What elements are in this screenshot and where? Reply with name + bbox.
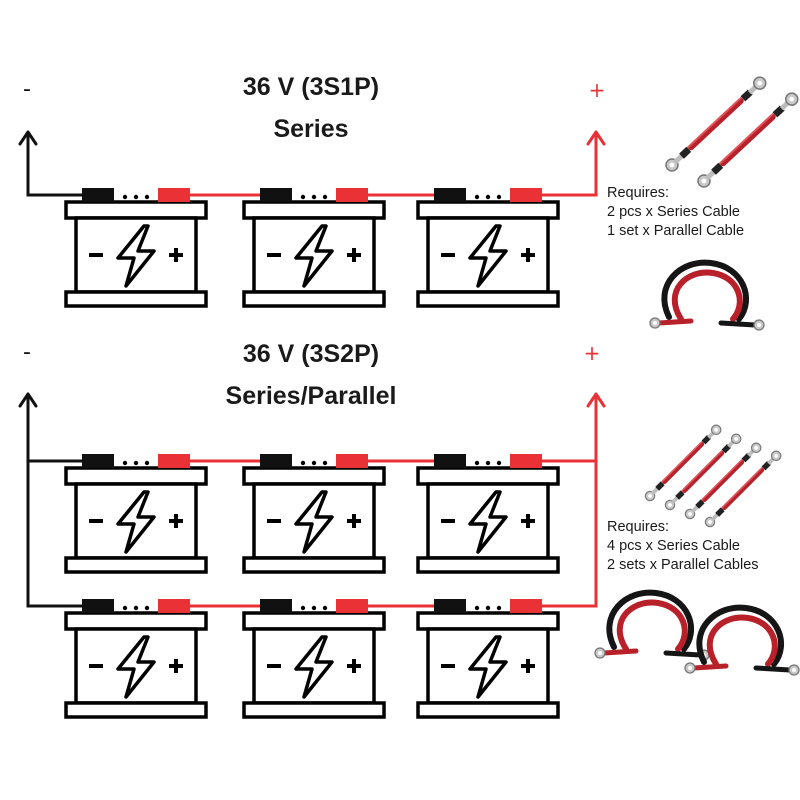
positive-output-wire	[538, 134, 598, 197]
section-3s2p: - + 36 V (3S2P) Series/Parallel Requires…	[18, 340, 799, 719]
positive-output-wire	[538, 396, 598, 608]
positive-output-label: +	[589, 78, 606, 102]
section-title: 36 V (3S2P)	[243, 340, 379, 368]
requires-line: 1 set x Parallel Cable	[607, 223, 744, 239]
battery-icon	[242, 452, 386, 574]
section-title: 36 V (3S1P)	[243, 73, 379, 101]
requires-label: Requires:	[607, 519, 669, 535]
section-subtitle: Series	[273, 115, 348, 143]
battery-icon	[416, 452, 560, 574]
series-cable-icon	[694, 89, 800, 191]
battery-icon	[416, 597, 560, 719]
section-3s1p: - + 36 V (3S1P) Series Requires: 2 pcs x…	[18, 73, 800, 330]
negative-output-wire	[26, 396, 84, 608]
battery-icon	[64, 186, 208, 308]
requires-label: Requires:	[607, 185, 669, 201]
negative-output-wire	[26, 134, 84, 197]
negative-arrow-icon	[18, 130, 38, 146]
negative-arrow-icon	[18, 392, 38, 408]
requires-line: 2 pcs x Series Cable	[607, 204, 740, 220]
positive-output-label: +	[584, 341, 601, 365]
positive-arrow-icon	[586, 392, 606, 408]
battery-icon	[242, 597, 386, 719]
parallel-cable-icon	[685, 608, 799, 675]
negative-output-label: -	[23, 340, 31, 365]
battery-icon	[64, 452, 208, 574]
section-subtitle: Series/Parallel	[226, 382, 397, 410]
battery-icon	[416, 186, 560, 308]
positive-arrow-icon	[586, 130, 606, 146]
parallel-cable-icon	[595, 593, 709, 660]
series-cable-icon	[662, 73, 769, 175]
battery-icon	[64, 597, 208, 719]
battery-icon	[242, 186, 386, 308]
negative-output-label: -	[23, 77, 31, 102]
requires-line: 2 sets x Parallel Cables	[607, 557, 759, 573]
parallel-cable-icon	[650, 263, 764, 330]
requires-line: 4 pcs x Series Cable	[607, 538, 740, 554]
